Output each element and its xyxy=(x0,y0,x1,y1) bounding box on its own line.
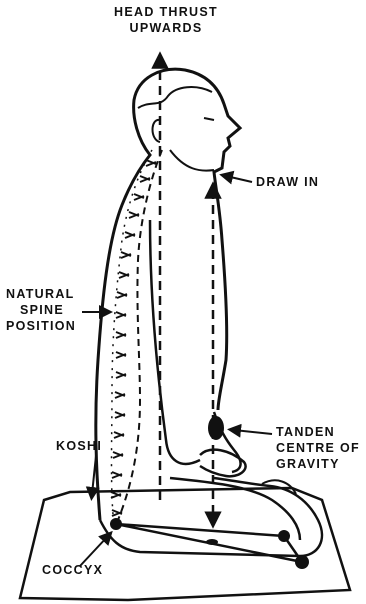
mat-outline xyxy=(20,488,350,600)
natural-spine-label: NATURAL SPINE POSITION xyxy=(6,286,76,334)
jaw-line xyxy=(170,150,214,171)
head-thrust-label: HEAD THRUST UPWARDS xyxy=(96,4,236,36)
head-thrust-line-1: HEAD THRUST xyxy=(96,4,236,20)
koshi-leader xyxy=(92,456,96,494)
tanden-line-2: CENTRE OF xyxy=(276,440,360,456)
draw-in-label: DRAW IN xyxy=(256,174,319,190)
hands xyxy=(200,450,246,477)
draw-in-leader xyxy=(226,176,252,182)
natural-spine-line-3: POSITION xyxy=(6,318,76,334)
tanden-leader xyxy=(234,430,272,434)
koshi-label: KOSHI xyxy=(56,438,102,454)
coccyx-label: COCCYX xyxy=(42,562,103,578)
tanden-line-3: GRAVITY xyxy=(276,456,360,472)
natural-spine-line-2: SPINE xyxy=(6,302,76,318)
base-triangle xyxy=(110,518,309,569)
head-thrust-line-2: UPWARDS xyxy=(96,20,236,36)
tanden-point xyxy=(208,416,224,440)
natural-spine-line-1: NATURAL xyxy=(6,286,76,302)
tanden-line-1: TANDEN xyxy=(276,424,360,440)
eye xyxy=(204,118,214,120)
hair-line xyxy=(138,87,212,108)
tanden-label: TANDEN CENTRE OF GRAVITY xyxy=(276,424,360,472)
